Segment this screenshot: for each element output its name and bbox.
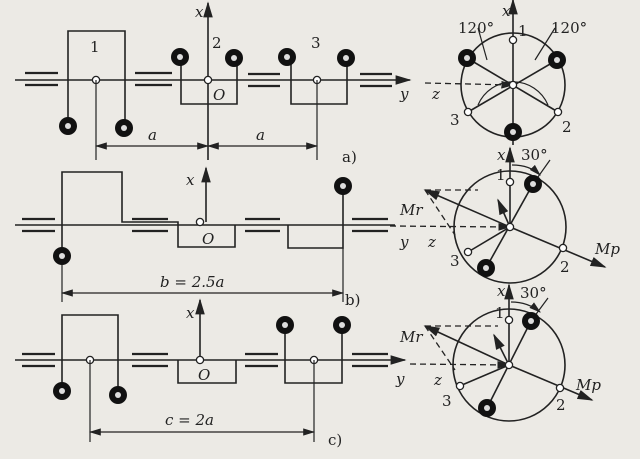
pt-3: 3 [450,252,460,270]
panel-c: x O y c = 2a c) x 30° 1 3 2 Mr Mp z [15,282,601,449]
dim-a-left: a [148,126,157,144]
crank-1-label: 1 [90,38,100,56]
pt-1: 1 [495,304,505,322]
crank-1 [67,30,126,120]
pt-1: 1 [496,166,506,184]
mr-label: Mr [399,328,423,346]
side-x-label: x [497,282,506,300]
origin-label: O [202,230,214,248]
dim-b: b = 2.5a [160,273,225,291]
axis-x-label: x [195,3,204,21]
caption-c: c) [328,431,342,449]
bearings [22,352,388,368]
side-view-a: x 120° 120° 1 3 2 z [424,0,587,145]
side-z-label: z [427,233,436,251]
bearings [22,217,388,233]
crank-2 [180,62,238,105]
pt-2: 2 [560,258,570,276]
crank-2 [177,360,237,384]
origin-label: O [213,86,225,104]
axis-x-label: x [186,304,195,322]
caption-a: a) [342,148,357,166]
crank-1 [61,314,119,388]
dim-c: c = 2a [165,411,214,429]
side-y-label: y [399,233,409,251]
pt-3: 3 [450,111,460,129]
pt-3: 3 [442,392,452,410]
mp-label: Mp [575,376,601,394]
pt-1: 1 [518,22,528,40]
angle-30: 30° [520,284,547,302]
axis-x-label: x [186,171,195,189]
axis-y-label: y [395,370,405,388]
dim-a-right: a [256,126,265,144]
angle-30: 30° [521,146,548,164]
axis-y-label: y [399,85,409,103]
pt-2: 2 [562,118,572,136]
crank-3 [287,190,344,249]
side-z-label: z [431,85,440,103]
crank-1-2 [61,171,236,250]
crank-2-label: 2 [212,34,222,52]
side-view-c: x 30° 1 3 2 Mr Mp z [399,282,601,422]
pt-2: 2 [556,396,566,414]
side-x-label: x [497,146,506,164]
panel-b: x O b = 2.5a b) x 30° 1 3 2 Mr Mp y z [15,146,620,309]
mp-label: Mp [594,240,620,258]
bearings [25,71,392,88]
panel-a: x 1 2 3 O y a a a) x 120° 120° 1 3 2 z [15,0,587,166]
angle-120-right: 120° [551,19,587,37]
angle-120-left: 120° [458,19,494,37]
crank-3-label: 3 [311,34,321,52]
side-z-label: z [433,371,442,389]
crank-3 [290,62,348,105]
origin-label: O [198,366,210,384]
caption-b: b) [345,291,360,309]
side-view-b: x 30° 1 3 2 Mr Mp y z [389,146,620,284]
side-x-label: x [502,2,511,20]
mr-label: Mr [399,201,423,219]
